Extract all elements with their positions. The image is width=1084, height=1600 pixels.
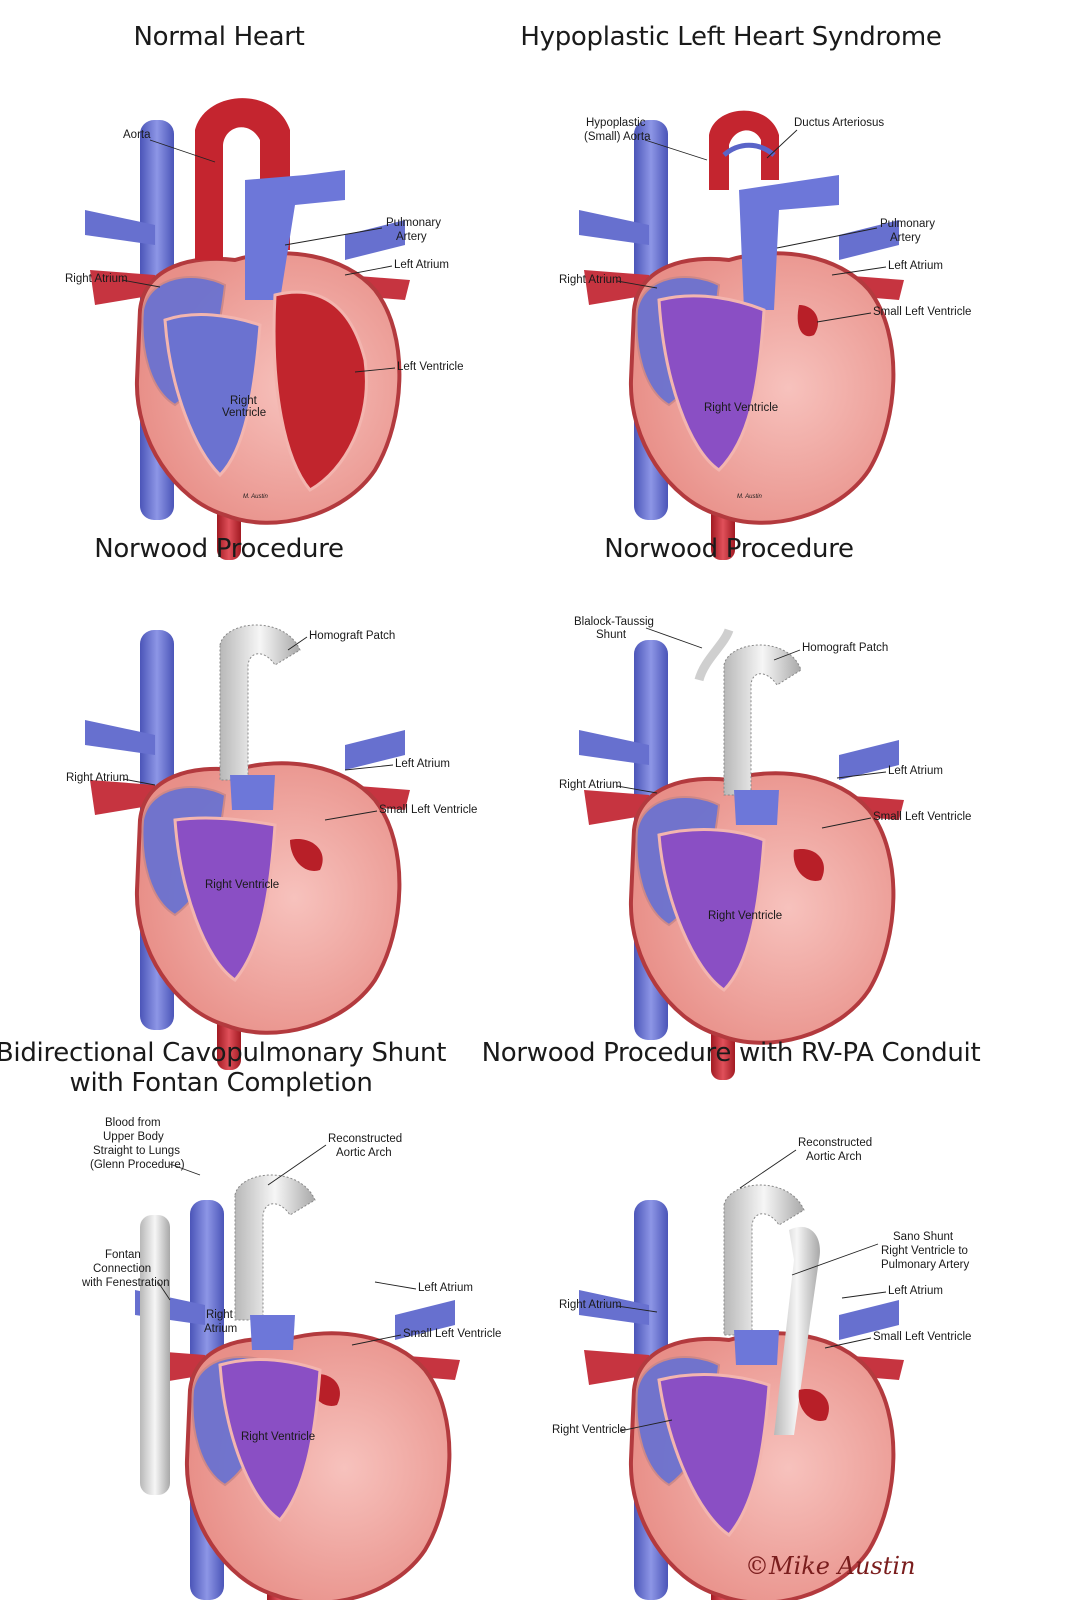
label-left-atrium: Left Atrium	[395, 758, 450, 770]
copyright-signature: ©Mike Austin	[745, 1552, 916, 1580]
label-pulmonary-1: Pulmonary	[880, 218, 935, 230]
label-bt-shunt-1: Blalock-Taussig	[574, 616, 654, 628]
label-hypoplastic-2: (Small) Aorta	[584, 131, 651, 143]
normal-heart-illustration: Aorta Pulmonary Artery Left Atrium Right…	[65, 98, 463, 562]
label-small-lv: Small Left Ventricle	[379, 804, 477, 816]
label-pulmonary-1: Pulmonary	[386, 217, 441, 229]
norwood-b-illustration: Blalock-Taussig Shunt Homograft Patch Ri…	[559, 616, 971, 1082]
label-right-atrium: Right Atrium	[559, 1299, 622, 1311]
panel-title: Norwood Procedure with RV-PA Conduit	[481, 1038, 981, 1068]
panel-normal-heart: Normal Heart Aorta Pulmonary Artery Left…	[0, 0, 542, 562]
label-homograft: Homograft Patch	[309, 630, 395, 642]
label-glenn-2: Upper Body	[103, 1131, 164, 1143]
label-right-ventricle: Right Ventricle	[704, 402, 778, 414]
title-line-2: with Fontan Completion	[69, 1068, 373, 1098]
label-right-ventricle-1: Right	[230, 395, 258, 407]
label-left-atrium: Left Atrium	[418, 1282, 473, 1294]
label-right-ventricle: Right Ventricle	[205, 879, 279, 891]
panel-title: Norwood Procedure	[94, 534, 344, 564]
label-hypoplastic-1: Hypoplastic	[586, 117, 646, 129]
label-bt-shunt-2: Shunt	[596, 629, 627, 641]
labels: Aorta Pulmonary Artery Left Atrium Right…	[65, 129, 463, 500]
label-aorta: Aorta	[123, 129, 151, 141]
label-right-atrium: Right Atrium	[66, 772, 129, 784]
label-ductus: Ductus Arteriosus	[794, 117, 884, 129]
artist-signature: M. Austin	[737, 494, 762, 500]
label-right-atrium: Right Atrium	[559, 274, 622, 286]
label-pulmonary-2: Artery	[396, 231, 427, 243]
artist-signature: M. Austin	[243, 494, 268, 500]
panel-hlhs: Hypoplastic Left Heart Syndrome Hypoplas…	[520, 0, 1084, 562]
label-left-atrium: Left Atrium	[888, 1285, 943, 1297]
label-left-atrium: Left Atrium	[888, 765, 943, 777]
norwood-a-illustration: Homograft Patch Right Atrium Left Atrium…	[66, 624, 477, 1072]
label-fontan-1: Fontan	[105, 1249, 141, 1261]
panel-fontan: Bidirectional Cavopulmonary Shunt with F…	[0, 1020, 542, 1600]
label-left-atrium: Left Atrium	[888, 260, 943, 272]
label-right-atrium: Right Atrium	[559, 779, 622, 791]
sano-illustration: Reconstructed Aortic Arch Sano Shunt Rig…	[552, 1137, 971, 1600]
label-right-atrium: Right Atrium	[65, 273, 128, 285]
label-reconstructed-1: Reconstructed	[328, 1133, 402, 1145]
labels: Homograft Patch Right Atrium Left Atrium…	[66, 630, 477, 891]
labels: Blood from Upper Body Straight to Lungs …	[81, 1117, 501, 1443]
label-reconstructed-2: Aortic Arch	[806, 1151, 862, 1163]
title-line-1: Bidirectional Cavopulmonary Shunt	[0, 1038, 447, 1068]
label-sano-3: Pulmonary Artery	[881, 1259, 969, 1271]
panel-norwood-a: Norwood Procedure Homograft Patch Right …	[0, 520, 542, 1072]
label-glenn-1: Blood from	[105, 1117, 161, 1129]
fontan-illustration: Blood from Upper Body Straight to Lungs …	[81, 1117, 501, 1600]
label-fontan-2: Connection	[93, 1263, 151, 1275]
label-small-lv: Small Left Ventricle	[873, 811, 971, 823]
label-right-ventricle-2: Ventricle	[222, 407, 266, 419]
label-homograft: Homograft Patch	[802, 642, 888, 654]
labels: Reconstructed Aortic Arch Sano Shunt Rig…	[552, 1137, 971, 1436]
panel-sano: Norwood Procedure with RV-PA Conduit Rec…	[482, 1020, 1084, 1600]
labels: Hypoplastic (Small) Aorta Ductus Arterio…	[559, 117, 971, 500]
label-pulmonary-2: Artery	[890, 232, 921, 244]
label-small-lv: Small Left Ventricle	[403, 1328, 501, 1340]
label-sano-2: Right Ventricle to	[881, 1245, 968, 1257]
label-glenn-4: (Glenn Procedure)	[90, 1159, 185, 1171]
panel-title: Norwood Procedure	[604, 534, 854, 564]
label-small-lv: Small Left Ventricle	[873, 1331, 971, 1343]
label-right-atrium-2: Atrium	[204, 1323, 237, 1335]
label-left-ventricle: Left Ventricle	[397, 361, 463, 373]
label-right-ventricle: Right Ventricle	[552, 1424, 626, 1436]
label-reconstructed-1: Reconstructed	[798, 1137, 872, 1149]
hlhs-illustration: Hypoplastic (Small) Aorta Ductus Arterio…	[559, 110, 971, 562]
panel-title: Bidirectional Cavopulmonary Shunt with F…	[0, 1038, 492, 1098]
panel-title: Hypoplastic Left Heart Syndrome	[520, 22, 942, 52]
panel-norwood-b: Norwood Procedure Blalock-Taussig Shunt …	[542, 520, 1084, 1082]
label-right-atrium-1: Right	[206, 1309, 234, 1321]
label-small-lv: Small Left Ventricle	[873, 306, 971, 318]
panel-title: Normal Heart	[133, 22, 305, 52]
label-glenn-3: Straight to Lungs	[93, 1145, 180, 1157]
label-left-atrium: Left Atrium	[394, 259, 449, 271]
label-right-ventricle: Right Ventricle	[708, 910, 782, 922]
label-fontan-3: with Fenestration	[81, 1277, 170, 1289]
label-reconstructed-2: Aortic Arch	[336, 1147, 392, 1159]
labels: Blalock-Taussig Shunt Homograft Patch Ri…	[559, 616, 971, 922]
label-right-ventricle: Right Ventricle	[241, 1431, 315, 1443]
label-sano-1: Sano Shunt	[893, 1231, 954, 1243]
